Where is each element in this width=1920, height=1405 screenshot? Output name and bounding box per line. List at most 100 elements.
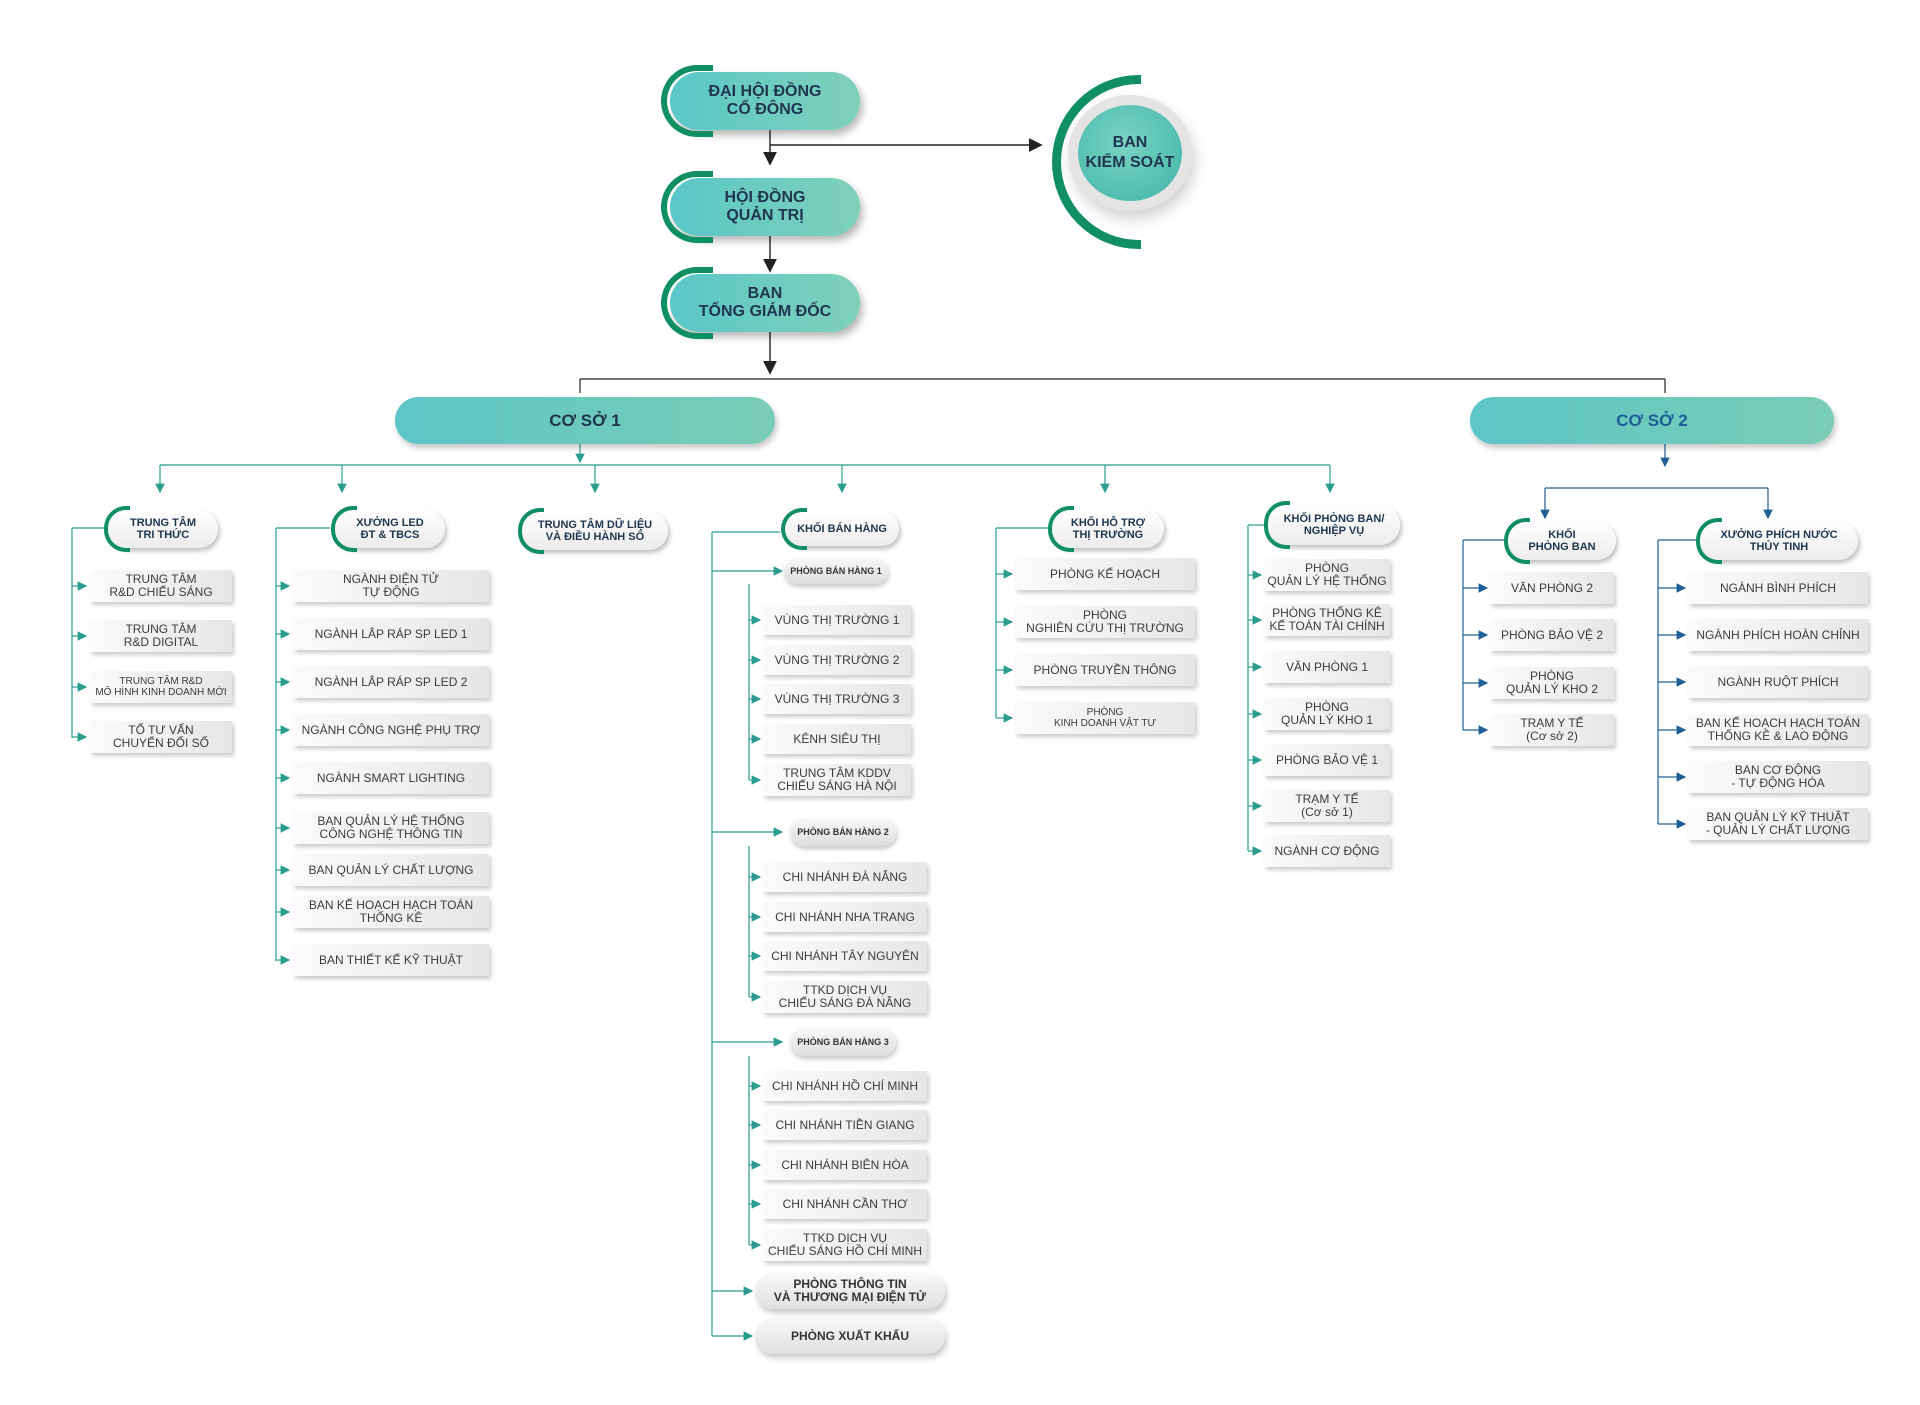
leaf-xpn-6[interactable]: BAN QUẢN LÝ KỸ THUẬT - QUẢN LÝ CHẤT LƯỢN… <box>1688 808 1868 840</box>
leaf-xl-1[interactable]: NGÀNH ĐIỆN TỬ TỰ ĐỘNG <box>293 570 489 602</box>
leaf-xl-4[interactable]: NGÀNH CÔNG NGHỆ PHỤ TRỢ <box>293 714 489 746</box>
leaf-xpn-2[interactable]: NGÀNH PHÍCH HOÀN CHỈNH <box>1688 619 1868 651</box>
node-hoi-dong-quan-tri[interactable]: HỘI ĐỒNG QUẢN TRỊ <box>661 171 860 243</box>
label-pbh1-3: VÙNG THỊ TRƯỜNG 3 <box>774 691 900 706</box>
label-tttt-3: TRUNG TÂM R&D MÔ HÌNH KINH DOANH MỚI <box>95 676 227 698</box>
leaf-khtt-4[interactable]: PHÒNG KINH DOANH VẬT TƯ <box>1015 702 1195 734</box>
leaf-xl-5[interactable]: NGÀNH SMART LIGHTING <box>293 762 489 794</box>
label-xl-4: NGÀNH CÔNG NGHỆ PHỤ TRỢ <box>301 722 481 737</box>
node-co-so-1[interactable]: CƠ SỞ 1 <box>395 397 775 444</box>
leaf-tttt-1[interactable]: TRUNG TÂM R&D CHIẾU SÁNG <box>90 570 232 602</box>
leaf-xpn-3[interactable]: NGÀNH RUỘT PHÍCH <box>1688 666 1868 698</box>
label-tttt-2: TRUNG TÂM R&D DIGITAL <box>123 622 199 649</box>
label-pbh2-4: TTKD DỊCH VỤ CHIẾU SÁNG ĐÀ NẴNG <box>778 983 912 1010</box>
leaf-pbh2-3[interactable]: CHI NHÁNH TÂY NGUYÊN <box>763 941 927 971</box>
leaf-kpb1-6[interactable]: TRẠM Y TẾ (Cơ sở 1) <box>1264 790 1390 822</box>
label-bks: BAN KIỂM SOÁT <box>1085 134 1175 171</box>
leaf-xl-3[interactable]: NGÀNH LẮP RÁP SP LED 2 <box>293 666 489 698</box>
leaf-pbh1-3[interactable]: VÙNG THỊ TRƯỜNG 3 <box>763 684 911 714</box>
leaf-kpb1-2[interactable]: PHÒNG THỐNG KÊ KẾ TOÁN TÀI CHÍNH <box>1264 604 1390 636</box>
node-phong-xuat-khau[interactable]: PHÒNG XUẤT KHẨU <box>755 1318 945 1354</box>
leaf-pbh1-5[interactable]: TRUNG TÂM KDDV CHIẾU SÁNG HÀ NỘI <box>763 764 911 796</box>
header-khoi-phong-ban-cs2[interactable]: KHỐI PHÒNG BAN <box>1504 518 1616 564</box>
leaf-pbh3-2[interactable]: CHI NHÁNH TIỀN GIANG <box>763 1110 927 1140</box>
leaf-xpn-1[interactable]: NGÀNH BÌNH PHÍCH <box>1688 572 1868 604</box>
leaf-khtt-1[interactable]: PHÒNG KẾ HOẠCH <box>1015 558 1195 590</box>
leaf-pbh2-2[interactable]: CHI NHÁNH NHA TRANG <box>763 902 927 932</box>
leaf-xl-6[interactable]: BAN QUẢN LÝ HỆ THỐNG CÔNG NGHỆ THÔNG TIN <box>293 812 489 844</box>
header-khoi-ho-tro[interactable]: KHỐI HỖ TRỢ THỊ TRƯỜNG <box>1048 506 1164 552</box>
leaf-kpb1-7[interactable]: NGÀNH CƠ ĐỘNG <box>1264 835 1390 867</box>
label-kbh: KHỐI BÁN HÀNG <box>797 523 887 535</box>
leaf-pbh3-3[interactable]: CHI NHÁNH BIÊN HÒA <box>763 1150 927 1180</box>
label-kpb2-2: PHÒNG BẢO VỆ 2 <box>1500 627 1604 642</box>
leaf-xl-9[interactable]: BAN THIẾT KẾ KỸ THUẬT <box>293 944 489 976</box>
label-pbh-3: PHÒNG BÁN HÀNG 3 <box>797 1037 889 1047</box>
label-pbh3-4: CHI NHÁNH CẦN THƠ <box>782 1196 908 1211</box>
leaf-kpb1-3[interactable]: VĂN PHÒNG 1 <box>1264 651 1390 683</box>
node-ban-kiem-soat[interactable]: BAN KIỂM SOÁT <box>1052 75 1182 249</box>
header-xuong-phich[interactable]: XƯỞNG PHÍCH NƯỚC THỦY TINH <box>1696 518 1858 564</box>
leaf-kpb2-4[interactable]: TRẠM Y TẾ (Cơ sở 2) <box>1490 714 1614 746</box>
node-ban-tong-giam-doc[interactable]: BAN TỔNG GIÁM ĐỐC <box>661 267 860 339</box>
leaf-pbh1-1[interactable]: VÙNG THỊ TRƯỜNG 1 <box>763 605 911 635</box>
leaf-kpb2-1[interactable]: VĂN PHÒNG 2 <box>1490 572 1614 604</box>
header-trung-tam-du-lieu[interactable]: TRUNG TÂM DỮ LIỆU VÀ ĐIỀU HÀNH SỐ <box>518 508 668 554</box>
leaf-pbh3-1[interactable]: CHI NHÁNH HỒ CHÍ MINH <box>763 1071 927 1101</box>
label-tttt: TRUNG TÂM TRI THỨC <box>130 517 196 541</box>
leaf-tttt-2[interactable]: TRUNG TÂM R&D DIGITAL <box>90 620 232 652</box>
label-xpn-5: BAN CƠ ĐỘNG - TỰ ĐỘNG HÓA <box>1731 763 1825 790</box>
label-xl-2: NGÀNH LẮP RÁP SP LED 1 <box>314 626 468 641</box>
header-trung-tam-tri-thuc[interactable]: TRUNG TÂM TRI THỨC <box>104 506 218 552</box>
leaf-pbh2-1[interactable]: CHI NHÁNH ĐÀ NẴNG <box>763 862 927 892</box>
leaf-tttt-3[interactable]: TRUNG TÂM R&D MÔ HÌNH KINH DOANH MỚI <box>90 671 232 703</box>
label-xpn-2: NGÀNH PHÍCH HOÀN CHỈNH <box>1696 627 1860 642</box>
label-xpn-6: BAN QUẢN LÝ KỸ THUẬT - QUẢN LÝ CHẤT LƯỢN… <box>1705 810 1851 837</box>
leaf-pbh2-4[interactable]: TTKD DỊCH VỤ CHIẾU SÁNG ĐÀ NẴNG <box>763 981 927 1013</box>
label-xl-5: NGÀNH SMART LIGHTING <box>316 770 466 785</box>
leaf-khtt-3[interactable]: PHÒNG TRUYỀN THÔNG <box>1015 654 1195 686</box>
label-pbh1-2: VÙNG THỊ TRƯỜNG 2 <box>774 652 900 667</box>
leaf-pbh1-4[interactable]: KÊNH SIÊU THỊ <box>763 724 911 754</box>
label-ttdl: TRUNG TÂM DỮ LIỆU VÀ ĐIỀU HÀNH SỐ <box>537 519 653 543</box>
subheader-pbh-3[interactable]: PHÒNG BÁN HÀNG 3 <box>790 1028 896 1056</box>
subheader-pbh-2[interactable]: PHÒNG BÁN HÀNG 2 <box>790 818 896 846</box>
header-xuong-led[interactable]: XƯỞNG LED ĐT & TBCS <box>331 506 445 552</box>
leaf-xl-2[interactable]: NGÀNH LẮP RÁP SP LED 1 <box>293 618 489 650</box>
leaf-xpn-5[interactable]: BAN CƠ ĐỘNG - TỰ ĐỘNG HÓA <box>1688 761 1868 793</box>
label-xpn-4: BAN KẾ HOẠCH HẠCH TOÁN THỐNG KÊ & LAO ĐỘ… <box>1695 716 1861 743</box>
leaf-kpb1-4[interactable]: PHÒNG QUẢN LÝ KHO 1 <box>1264 698 1390 730</box>
node-dai-hoi-dong-co-dong[interactable]: ĐẠI HỘI ĐỒNG CỔ ĐÔNG <box>661 65 860 137</box>
leaf-kpb2-3[interactable]: PHÒNG QUẢN LÝ KHO 2 <box>1490 667 1614 699</box>
leaf-pbh3-5[interactable]: TTKD DỊCH VỤ CHIẾU SÁNG HỒ CHÍ MINH <box>763 1229 927 1261</box>
label-khtt: KHỐI HỖ TRỢ THỊ TRƯỜNG <box>1070 517 1146 541</box>
header-khoi-ban-hang[interactable]: KHỐI BÁN HÀNG <box>781 508 899 550</box>
node-co-so-2[interactable]: CƠ SỞ 2 <box>1470 397 1834 444</box>
leaf-xl-8[interactable]: BAN KẾ HOẠCH HẠCH TOÁN THỐNG KÊ <box>293 896 489 928</box>
label-khtt-4: PHÒNG KINH DOANH VẬT TƯ <box>1053 707 1157 729</box>
label-tttt-4: TỔ TƯ VẤN CHUYỂN ĐỔI SỐ <box>112 723 209 750</box>
leaf-khtt-2[interactable]: PHÒNG NGHIÊN CỨU THỊ TRƯỜNG <box>1015 606 1195 638</box>
label-xl-6: BAN QUẢN LÝ HỆ THỐNG CÔNG NGHỆ THÔNG TIN <box>317 814 465 841</box>
label-pbh-1: PHÒNG BÁN HÀNG 1 <box>790 566 882 576</box>
leaf-xpn-4[interactable]: BAN KẾ HOẠCH HẠCH TOÁN THỐNG KÊ & LAO ĐỘ… <box>1688 714 1868 746</box>
label-hdqt: HỘI ĐỒNG QUẢN TRỊ <box>724 189 806 224</box>
leaf-xl-7[interactable]: BAN QUẢN LÝ CHẤT LƯỢNG <box>293 854 489 886</box>
label-pbh1-5: TRUNG TÂM KDDV CHIẾU SÁNG HÀ NỘI <box>777 766 897 793</box>
node-phong-thong-tin[interactable]: PHÒNG THÔNG TIN VÀ THƯƠNG MẠI ĐIỆN TỬ <box>755 1273 945 1309</box>
leaf-pbh1-2[interactable]: VÙNG THỊ TRƯỜNG 2 <box>763 645 911 675</box>
label-pbh2-2: CHI NHÁNH NHA TRANG <box>775 909 915 924</box>
label-kpb1-6: TRẠM Y TẾ (Cơ sở 1) <box>1295 792 1359 819</box>
label-kpb2-3: PHÒNG QUẢN LÝ KHO 2 <box>1505 669 1599 696</box>
header-khoi-phong-ban-cs1[interactable]: KHỐI PHÒNG BAN/ NGHIỆP VỤ <box>1264 501 1400 549</box>
leaf-kpb1-1[interactable]: PHÒNG QUẢN LÝ HỆ THỐNG <box>1264 559 1390 591</box>
label-khtt-1: PHÒNG KẾ HOẠCH <box>1049 566 1160 581</box>
label-kpb1-5: PHÒNG BẢO VỆ 1 <box>1275 752 1379 767</box>
leaf-pbh3-4[interactable]: CHI NHÁNH CẦN THƠ <box>763 1189 927 1219</box>
leaf-kpb1-5[interactable]: PHÒNG BẢO VỆ 1 <box>1264 744 1390 776</box>
label-xpn-3: NGÀNH RUỘT PHÍCH <box>1717 674 1839 689</box>
leaf-tttt-4[interactable]: TỔ TƯ VẤN CHUYỂN ĐỔI SỐ <box>90 721 232 753</box>
leaf-kpb2-2[interactable]: PHÒNG BẢO VỆ 2 <box>1490 619 1614 651</box>
subheader-pbh-1[interactable]: PHÒNG BÁN HÀNG 1 <box>784 558 888 584</box>
label-kpb2-4: TRẠM Y TẾ (Cơ sở 2) <box>1520 716 1584 743</box>
